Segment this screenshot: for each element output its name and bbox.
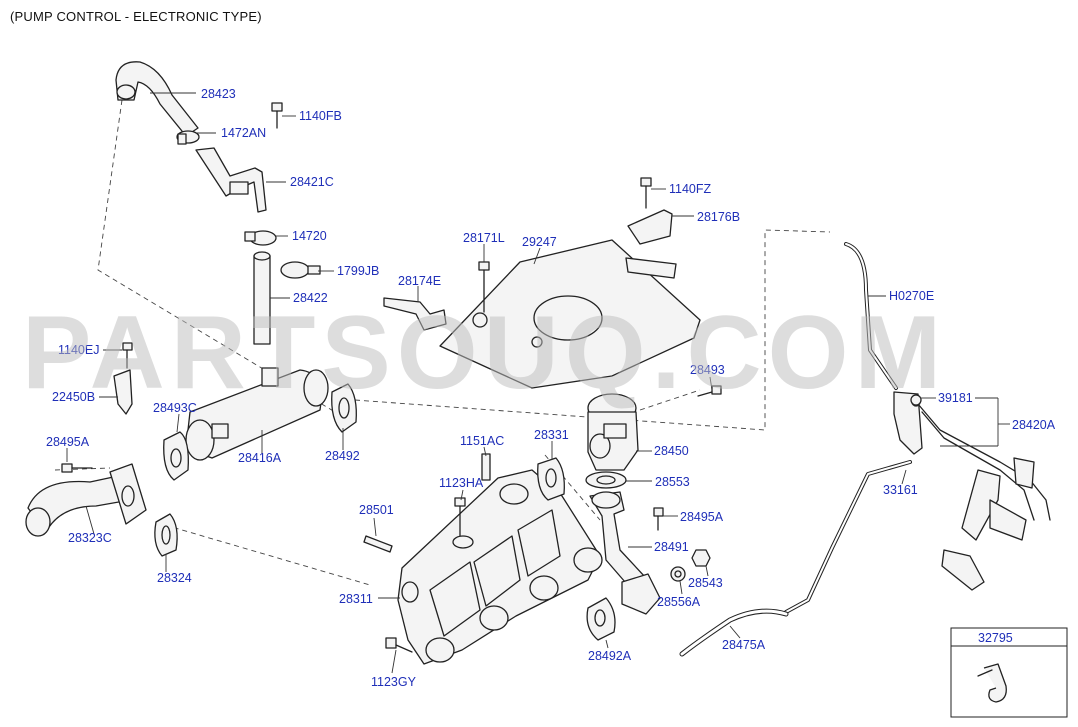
gasket-28553 — [585, 471, 627, 489]
label-28553[interactable]: 28553 — [655, 475, 690, 489]
hose-28422 — [253, 251, 271, 345]
label-29247[interactable]: 29247 — [522, 235, 557, 249]
label-28543[interactable]: 28543 — [688, 576, 723, 590]
clamp-14720 — [244, 230, 277, 246]
vacuum-hose-H0270E — [844, 242, 898, 390]
label-28423[interactable]: 28423 — [201, 87, 236, 101]
label-28420A[interactable]: 28420A — [1012, 418, 1056, 432]
hose-28475A — [679, 608, 789, 657]
label-28416A[interactable]: 28416A — [238, 451, 282, 465]
watermark: PARTSOUQ.COM — [22, 295, 947, 411]
label-1140EJ[interactable]: 1140EJ — [58, 343, 99, 357]
label-39181[interactable]: 39181 — [938, 391, 973, 405]
label-28491[interactable]: 28491 — [654, 540, 689, 554]
gasket-28492 — [331, 383, 357, 433]
washer-28556A — [670, 566, 686, 582]
clamp-1472AN — [176, 130, 200, 145]
gasket-28331 — [537, 457, 565, 501]
label-28450[interactable]: 28450 — [654, 444, 689, 458]
label-H0270E[interactable]: H0270E — [889, 289, 934, 303]
bracket-28176B — [627, 209, 673, 245]
label-28492[interactable]: 28492 — [325, 449, 360, 463]
label-28171L[interactable]: 28171L — [463, 231, 505, 245]
egr-cooler-28416A — [185, 367, 329, 461]
label-28331[interactable]: 28331 — [534, 428, 569, 442]
label-1123GY[interactable]: 1123GY — [371, 675, 417, 689]
heat-shield-29247 — [439, 239, 701, 389]
clip-32795-icon — [977, 663, 1007, 703]
gasket-28324 — [154, 513, 178, 557]
label-1151AC[interactable]: 1151AC — [460, 434, 504, 448]
label-28495A-right[interactable]: 28495A — [680, 510, 724, 524]
bolt-28495A-right — [653, 507, 664, 531]
clamp-39181 — [910, 394, 922, 406]
diagram-title: (PUMP CONTROL - ELECTRONIC TYPE) — [10, 9, 262, 24]
label-28174E[interactable]: 28174E — [398, 274, 441, 288]
bolt-1140EJ — [122, 342, 133, 369]
bracket-28174E — [383, 297, 447, 331]
label-28495A-left[interactable]: 28495A — [46, 435, 90, 449]
label-14720[interactable]: 14720 — [292, 229, 327, 243]
part-labels: 28423 1140FB 1472AN 28421C 14720 1799JB … — [46, 87, 1056, 689]
label-28492A[interactable]: 28492A — [588, 649, 632, 663]
label-1123HA[interactable]: 1123HA — [439, 476, 484, 490]
label-33161[interactable]: 33161 — [883, 483, 918, 497]
exhaust-manifold-28311 — [397, 469, 603, 665]
gasket-28493C — [163, 431, 189, 481]
egr-pipe-28491 — [589, 491, 661, 615]
bolt-28495A-left — [61, 463, 93, 473]
label-28324[interactable]: 28324 — [157, 571, 192, 585]
label-1799JB[interactable]: 1799JB — [337, 264, 379, 278]
label-28501[interactable]: 28501 — [359, 503, 394, 517]
label-22450B[interactable]: 22450B — [52, 390, 95, 404]
pipe-28421C — [195, 147, 267, 213]
label-28556A[interactable]: 28556A — [657, 595, 701, 609]
leader-lines — [66, 92, 1010, 674]
label-28422[interactable]: 28422 — [293, 291, 328, 305]
nut-1123HA — [452, 497, 474, 549]
pipe-33161 — [784, 460, 912, 614]
label-28493C[interactable]: 28493C — [153, 401, 197, 415]
bolt-1140FZ — [640, 177, 652, 209]
label-28421C[interactable]: 28421C — [290, 175, 334, 189]
label-1140FB[interactable]: 1140FB — [299, 109, 342, 123]
label-28323C[interactable]: 28323C — [68, 531, 112, 545]
bracket-22450B — [113, 369, 133, 415]
hose-28423 — [115, 61, 199, 137]
clamp-1799JB — [280, 261, 321, 279]
label-1472AN[interactable]: 1472AN — [221, 126, 266, 140]
inset-box-32795: 32795 — [950, 627, 1068, 718]
nut-28543 — [691, 549, 711, 567]
bolt-1123GY — [385, 637, 413, 653]
bolt-1140FB — [271, 102, 283, 129]
pipe-28323C — [25, 463, 147, 537]
gasket-28492A — [586, 597, 616, 641]
stud-28501 — [363, 535, 393, 553]
label-1140FZ[interactable]: 1140FZ — [669, 182, 712, 196]
label-28475A[interactable]: 28475A — [722, 638, 766, 652]
label-28311[interactable]: 28311 — [339, 592, 373, 606]
label-32795[interactable]: 32795 — [978, 631, 1013, 645]
label-28176B[interactable]: 28176B — [697, 210, 740, 224]
egr-valve-28450 — [587, 393, 639, 471]
label-28493[interactable]: 28493 — [690, 363, 725, 377]
